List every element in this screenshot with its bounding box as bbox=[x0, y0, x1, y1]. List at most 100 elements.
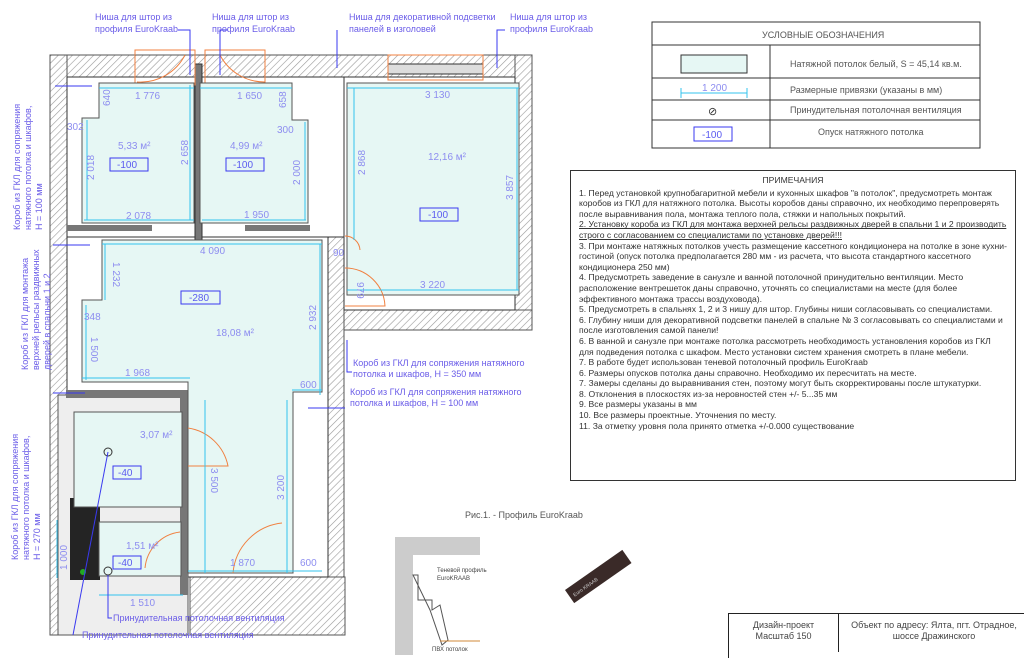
legend-text: Опуск натяжного потолка bbox=[818, 127, 923, 137]
callouts bbox=[53, 29, 505, 636]
drop-living: -280 bbox=[189, 293, 209, 304]
label: натяжного потолка и шкафов, bbox=[21, 436, 31, 560]
note: 7. Замеры сделаны до выравнивания стен, … bbox=[579, 378, 982, 389]
ceiling-bedroom2 bbox=[199, 82, 309, 224]
notes-box: ПРИМЕЧАНИЯ 1. Перед установкой крупнобаг… bbox=[570, 170, 1016, 481]
callout-niche3: Ниша для штор из bbox=[510, 12, 587, 22]
callout-niche2: профиля EuroKraab bbox=[212, 24, 295, 34]
area-bedroom1: 5,33 м² bbox=[118, 141, 151, 152]
dim: 2 000 bbox=[292, 160, 303, 185]
dim: 3 857 bbox=[505, 175, 516, 200]
dim: 600 bbox=[300, 380, 317, 391]
figure-caption: Рис.1. - Профиль EuroKraab bbox=[465, 510, 583, 520]
note: 3. При монтаже натяжных потолков учесть … bbox=[579, 240, 1007, 272]
dim: 1 776 bbox=[135, 91, 160, 102]
dim: 1 232 bbox=[110, 262, 121, 287]
callout-niche-decor: панелей в изголовей bbox=[349, 24, 436, 34]
area-bedroom3: 12,16 м² bbox=[428, 152, 467, 163]
area-toilet: 1,51 м² bbox=[126, 541, 159, 552]
label: Короб из ГКЛ для сопряжения bbox=[12, 104, 22, 230]
dim: 1 000 bbox=[59, 545, 70, 570]
callout-vent2: Принудительная потолочная вентиляция bbox=[82, 630, 254, 640]
drop-bedroom3: -100 bbox=[428, 210, 448, 221]
label: Н = 100 мм bbox=[34, 183, 44, 230]
label: потолка и шкафов, Н = 350 мм bbox=[353, 369, 481, 379]
note: 6. В ванной и санузле при монтаже потолк… bbox=[579, 335, 991, 357]
dim: 348 bbox=[84, 312, 101, 323]
note: 2. Установку короба из ГКЛ для монтажа в… bbox=[579, 219, 1007, 240]
title-address: Объект по адресу: Ялта, пгт. Отрадное,шо… bbox=[839, 614, 1024, 652]
dim: 979 bbox=[354, 282, 365, 299]
dim: 3 220 bbox=[420, 280, 445, 291]
dim: 1 510 bbox=[130, 598, 155, 609]
label: верхней рельсы раздвижных bbox=[31, 249, 41, 370]
dim: 300 bbox=[277, 125, 294, 136]
dim: 640 bbox=[102, 89, 113, 106]
dim: 1 968 bbox=[125, 368, 150, 379]
ceilings bbox=[73, 82, 520, 577]
vent-icon bbox=[103, 447, 113, 457]
label: потолка и шкафов, Н = 100 мм bbox=[350, 398, 478, 408]
vent-icon: ⊘ bbox=[708, 106, 717, 118]
label: шоссе Дражинского bbox=[892, 631, 976, 641]
dim: 600 bbox=[300, 558, 317, 569]
callout-niche-decor: Ниша для декоративной подсветки bbox=[349, 12, 496, 22]
note: 9. Все размеры указаны в мм bbox=[579, 399, 697, 410]
dim: 2 078 bbox=[126, 211, 151, 222]
legend-title: УСЛОВНЫЕ ОБОЗНАЧЕНИЯ bbox=[762, 30, 884, 40]
ceiling-bedroom3 bbox=[346, 82, 520, 296]
dim: 2 932 bbox=[308, 305, 319, 330]
callout-niche1: профиля EuroKraab bbox=[95, 24, 178, 34]
label: Дизайн-проект bbox=[752, 620, 815, 630]
dim: 2 868 bbox=[357, 150, 368, 175]
callout-box-100: Короб из ГКЛ для сопряжения натяжного bbox=[350, 387, 521, 397]
note: 5. Предусмотреть в спальнях 1, 2 и 3 ниш… bbox=[579, 304, 993, 315]
note: 6. Размеры опусков потолка даны справочн… bbox=[579, 367, 917, 378]
dim: 3 500 bbox=[208, 468, 219, 493]
notes-title: ПРИМЕЧАНИЯ bbox=[762, 175, 824, 185]
legend-drop-sample: -100 bbox=[702, 130, 722, 141]
drop-bedroom2: -100 bbox=[233, 160, 253, 171]
label: Масштаб 150 bbox=[755, 631, 812, 641]
dim: 1 950 bbox=[244, 210, 269, 221]
legend-text: Принудительная потолочная вентиляция bbox=[790, 105, 962, 115]
dim: 658 bbox=[278, 91, 289, 108]
legend-ceiling-swatch bbox=[680, 54, 748, 74]
label: Короб из ГКЛ для монтажа bbox=[20, 258, 30, 370]
label: натяжного потолка и шкафов, bbox=[23, 106, 33, 230]
legend-text: Натяжной потолок белый, S = 45,14 кв.м. bbox=[790, 59, 962, 69]
note: 6. Глубину ниши для декоративной подсвет… bbox=[579, 314, 1003, 336]
label: дверей в спальни 1 и 2 bbox=[42, 273, 52, 370]
note: 4. Предусмотреть заведение в санузле и в… bbox=[579, 272, 964, 304]
dim: 3 130 bbox=[425, 90, 450, 101]
callout-text: Ниша для штор из профиля EuroKraab Ниша д… bbox=[10, 12, 593, 640]
ceiling-bathroom bbox=[73, 411, 183, 508]
callout-vent1: Принудительная потолочная вентиляция bbox=[113, 613, 285, 623]
room-labels: 5,33 м² -100 4,99 м² -100 12,16 м² -100 … bbox=[80, 141, 467, 576]
legend-text: Размерные привязки (указаны в мм) bbox=[790, 85, 942, 95]
callout-niche1: Ниша для штор из bbox=[95, 12, 172, 22]
door-swings bbox=[136, 54, 386, 574]
dim: 1 650 bbox=[237, 91, 262, 102]
dim: 2 018 bbox=[86, 155, 97, 180]
dim: 4 090 bbox=[200, 246, 225, 257]
profile-label: EuroKRAAB bbox=[437, 576, 470, 582]
callout-niche2: Ниша для штор из bbox=[212, 12, 289, 22]
ceiling-living bbox=[81, 239, 323, 574]
dim: 1 500 bbox=[88, 337, 99, 362]
ceiling-bedroom1 bbox=[81, 82, 195, 224]
drop-bathroom: -40 bbox=[118, 468, 133, 479]
legend-table: УСЛОВНЫЕ ОБОЗНАЧЕНИЯ Натяжной потолок бе… bbox=[651, 21, 981, 149]
label: Объект по адресу: Ялта, пгт. Отрадное, bbox=[851, 620, 1017, 630]
dim: 3 200 bbox=[276, 475, 287, 500]
area-living: 18,08 м² bbox=[216, 328, 255, 339]
note: 11. За отметку уровня пола принято отмет… bbox=[579, 420, 855, 431]
note: 7. В работе будет использован теневой по… bbox=[579, 357, 868, 368]
